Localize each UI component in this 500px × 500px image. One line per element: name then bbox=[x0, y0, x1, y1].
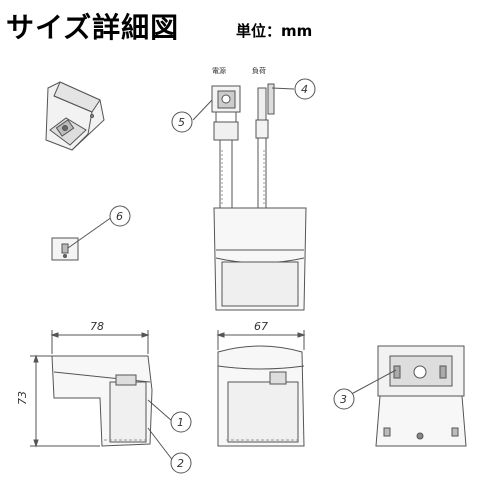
power-label: 電源 bbox=[212, 66, 226, 75]
callout-5 bbox=[171, 111, 193, 133]
callout-5-number: 5 bbox=[178, 116, 185, 129]
dimension-73-label: 73 bbox=[16, 391, 29, 405]
dimension-67-label: 67 bbox=[254, 320, 268, 333]
connector-assembly bbox=[211, 83, 275, 210]
callout-3-number: 3 bbox=[340, 393, 347, 406]
dimension-67 bbox=[216, 330, 306, 350]
small-part bbox=[51, 237, 79, 261]
dimension-78 bbox=[50, 330, 150, 354]
dimension-73 bbox=[30, 354, 100, 448]
callout-2 bbox=[170, 452, 192, 474]
side-view bbox=[51, 355, 153, 447]
load-label: 負荷 bbox=[252, 66, 266, 75]
unit-label: 単位：mm bbox=[236, 22, 313, 40]
dimension-78-label: 78 bbox=[90, 320, 104, 333]
front-view bbox=[217, 345, 305, 447]
callout-4 bbox=[294, 78, 316, 100]
callout-6 bbox=[109, 205, 131, 227]
perspective-view bbox=[45, 81, 105, 151]
callout-6-number: 6 bbox=[116, 210, 123, 223]
callout-4-number: 4 bbox=[301, 83, 308, 96]
callout-1-number: 1 bbox=[177, 416, 184, 429]
rear-view bbox=[375, 345, 467, 447]
callout-2-number: 2 bbox=[177, 457, 184, 470]
main-body bbox=[213, 207, 307, 311]
page-title: サイズ詳細図 bbox=[6, 11, 180, 44]
callout-3 bbox=[333, 388, 355, 410]
callout-1 bbox=[170, 411, 192, 433]
